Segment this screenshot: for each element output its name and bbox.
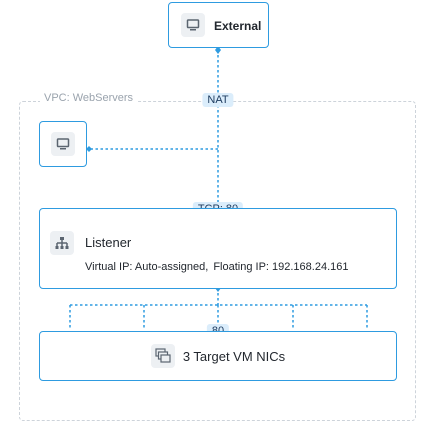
- floating-ip-text: Floating IP: 192.168.24.161: [213, 261, 349, 273]
- vpc-label: VPC: WebServers: [40, 92, 138, 104]
- listener-title: Listener: [85, 235, 132, 250]
- diagram-canvas: VPC: WebServers: [19, 2, 416, 421]
- listener-node[interactable]: Listener Virtual IP: Auto-assigned, Float…: [39, 208, 397, 289]
- target-nics-label: 3 Target VM NICs: [182, 348, 286, 364]
- monitor-icon: [51, 132, 75, 156]
- target-nics-content: 3 Target VM NICs: [40, 344, 396, 368]
- stacked-nics-icon: [150, 344, 175, 368]
- virtual-ip-text: Virtual IP: Auto-assigned,: [85, 261, 209, 273]
- external-label: External: [214, 19, 262, 33]
- vm-node[interactable]: [39, 121, 87, 167]
- target-nics-node[interactable]: 3 Target VM NICs: [39, 331, 397, 381]
- external-node[interactable]: External: [168, 2, 269, 48]
- listener-details: Virtual IP: Auto-assigned, Floating IP: 1…: [85, 261, 349, 273]
- network-icon: [50, 231, 74, 255]
- nat-badge: NAT: [202, 93, 234, 107]
- connector-diamond: [215, 46, 221, 54]
- connector-diamond: [86, 146, 92, 152]
- monitor-icon: [181, 13, 205, 37]
